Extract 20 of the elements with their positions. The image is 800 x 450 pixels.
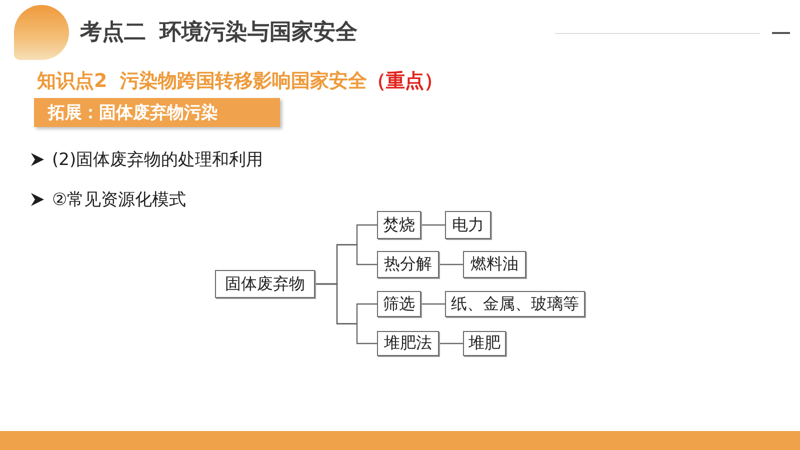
connector-line — [439, 342, 463, 344]
method-box: 焚烧 — [377, 211, 421, 239]
emphasis-note: （重点） — [366, 69, 443, 94]
category-box: 固体废弃物 — [215, 270, 315, 298]
connector-line — [421, 224, 445, 226]
product-box: 堆肥 — [463, 331, 506, 356]
slide-title: 考点二 环境污染与国家安全 — [80, 18, 358, 47]
product-box: 纸、金属、玻璃等 — [445, 291, 585, 317]
section-heading: 知识点2 污染物跨国转移影响国家安全 — [37, 69, 367, 94]
connector-line — [439, 264, 463, 266]
product-box: 燃料油 — [463, 251, 526, 278]
connector-line — [315, 283, 377, 344]
method-box: 筛选 — [377, 291, 421, 317]
connector-line — [421, 303, 445, 305]
bullet-text: ②常见资源化模式 — [52, 189, 186, 211]
section-tag: 拓展：固体废弃物污染 — [34, 98, 280, 127]
product-box: 电力 — [445, 211, 491, 239]
method-box: 热分解 — [377, 251, 439, 278]
bullet-text: (2)固体废弃物的处理和利用 — [52, 149, 264, 171]
method-box: 堆肥法 — [377, 331, 439, 356]
